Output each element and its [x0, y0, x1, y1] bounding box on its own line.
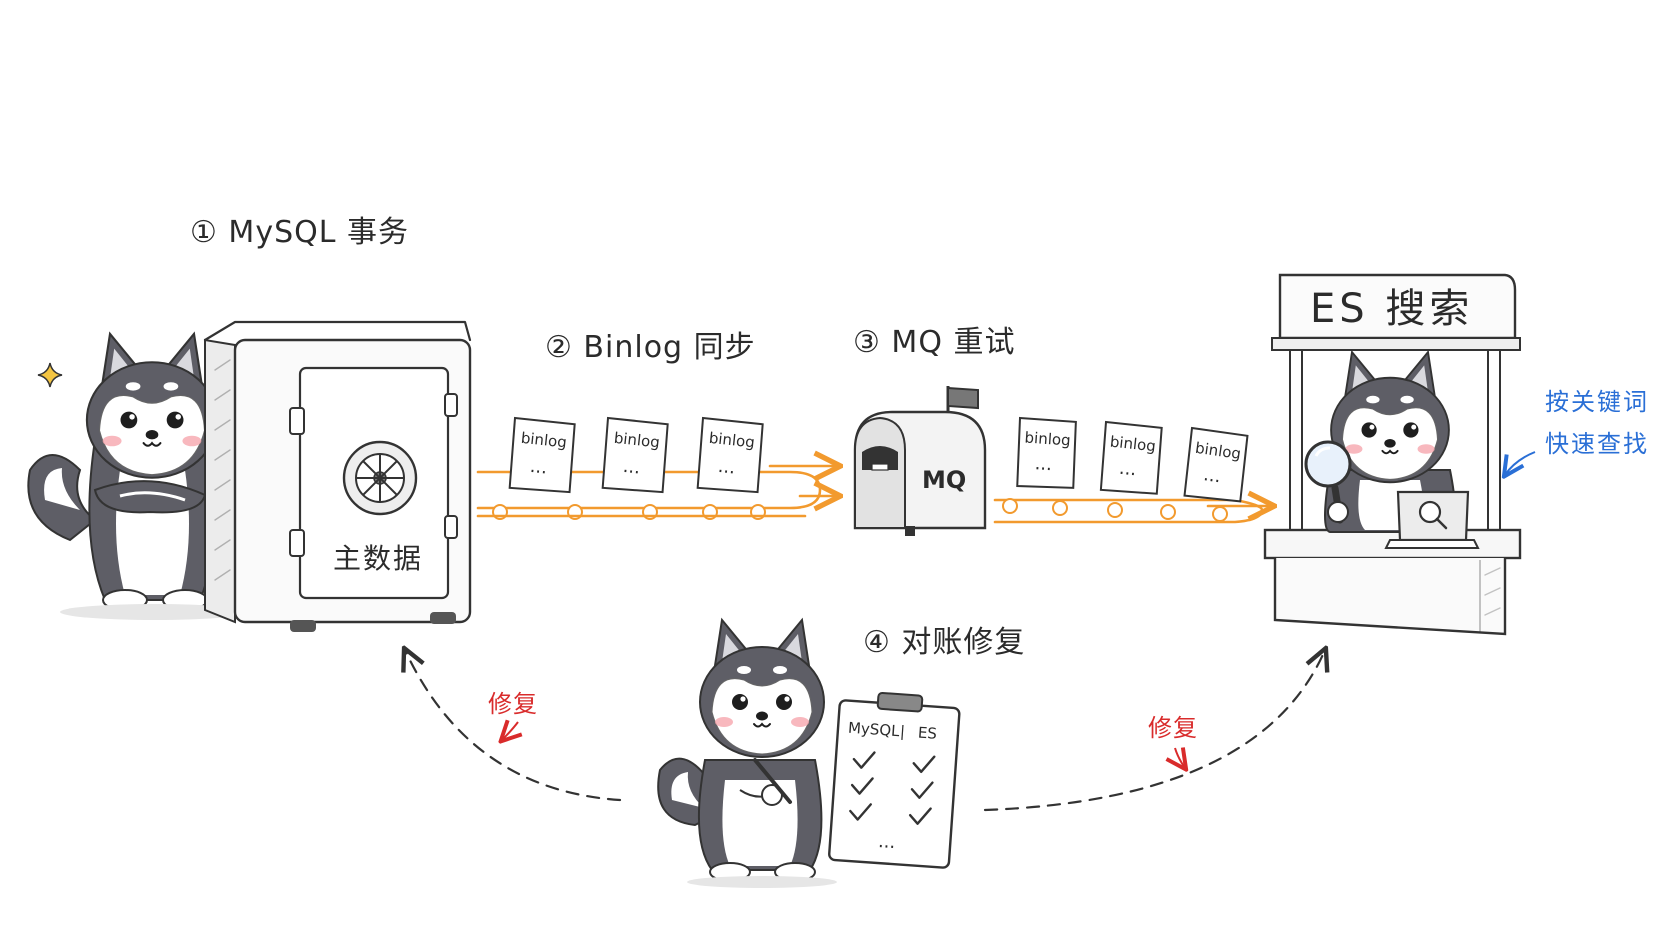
svg-text:binlog: binlog [520, 429, 568, 452]
conveyor-belt-2 [993, 498, 1272, 524]
svg-text:...: ... [622, 456, 641, 479]
sparkle-icon [37, 362, 63, 388]
clipboard-separator: | [899, 722, 905, 740]
conveyor-2-rollers [1002, 498, 1228, 522]
binlog-paper-3: binlog ... [696, 416, 764, 494]
svg-text:...: ... [1118, 458, 1137, 481]
svg-text:binlog: binlog [613, 429, 661, 452]
svg-text:...: ... [1034, 453, 1053, 475]
svg-text:binlog: binlog [708, 429, 756, 452]
repair-left-label: 修复 [488, 690, 538, 718]
husky-left-icon [27, 332, 250, 620]
binlog-paper-6: binlog ... [1183, 426, 1249, 503]
safe-icon: 主数据 [203, 320, 472, 632]
clipboard-col-left: MySQL [847, 719, 900, 741]
binlog-paper-1: binlog ... [508, 416, 576, 494]
svg-text:...: ... [717, 456, 736, 479]
step-1-label: ① MySQL 事务 [190, 215, 409, 250]
husky-bottom-icon [657, 619, 837, 888]
clipboard-ellipsis: ... [877, 831, 896, 853]
svg-text:binlog: binlog [1109, 433, 1157, 456]
repair-right-label: 修复 [1148, 714, 1198, 742]
svg-text:...: ... [1202, 464, 1222, 487]
binlog-paper-5: binlog ... [1099, 420, 1163, 495]
step-2-label: ② Binlog 同步 [545, 330, 756, 365]
blue-note-line-1: 按关键词 [1545, 388, 1649, 416]
magnifier-icon [1304, 440, 1352, 524]
safe-label: 主数据 [333, 542, 423, 575]
es-sign-label: ES 搜索 [1310, 286, 1473, 332]
binlog-paper-2: binlog ... [601, 416, 669, 494]
conveyor-belt-1 [476, 465, 838, 520]
mailbox-label: MQ [922, 466, 966, 494]
step-3-label: ③ MQ 重试 [853, 325, 1015, 360]
step-4-label: ④ 对账修复 [863, 625, 1025, 660]
binlog-paper-4: binlog ... [1016, 416, 1077, 489]
repair-arc-left [405, 650, 622, 802]
booth-icon: ES 搜索 [1263, 273, 1522, 636]
clipboard-col-right: ES [917, 724, 937, 743]
clipboard-icon: MySQL | ES ... [828, 691, 961, 869]
repair-arc-right [983, 650, 1325, 812]
blue-note: 按关键词 快速查找 [1505, 388, 1649, 475]
check-marks [849, 751, 936, 825]
mailbox-icon: MQ [853, 386, 987, 536]
svg-text:binlog: binlog [1024, 428, 1071, 449]
svg-text:...: ... [529, 456, 548, 479]
blue-note-line-2: 快速查找 [1545, 430, 1649, 458]
laptop-icon [1384, 490, 1480, 549]
